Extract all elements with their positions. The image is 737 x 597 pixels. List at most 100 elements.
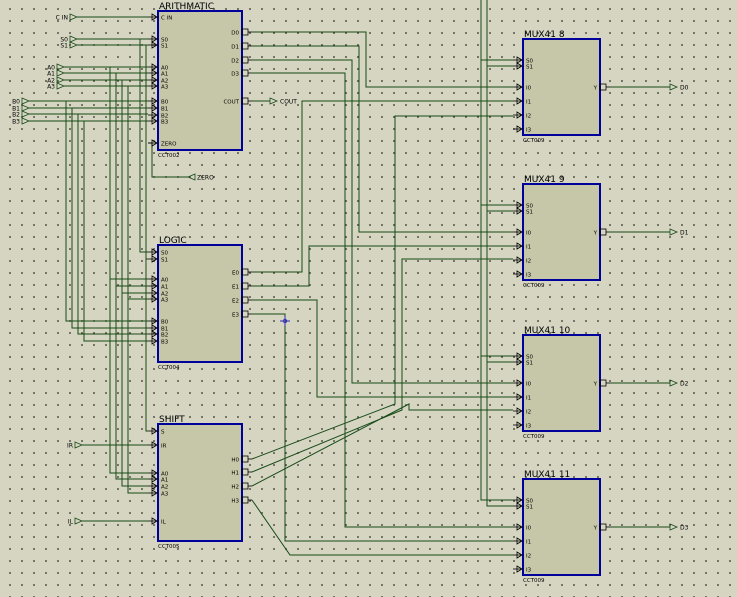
- pin-label-in: S0: [161, 38, 168, 44]
- port-arrow: [56, 69, 66, 77]
- block-title: LOGIC: [159, 236, 187, 246]
- pin-label-in: I2: [526, 259, 531, 265]
- input-port-a0[interactable]: A0: [47, 63, 66, 72]
- wire: [71, 108, 148, 329]
- pin-label-out: H0: [231, 458, 239, 464]
- wire-e1: [252, 245, 513, 287]
- port-arrow: [56, 76, 66, 84]
- output-port-d3[interactable]: D3: [669, 523, 689, 532]
- pin-label-out: E0: [232, 271, 239, 277]
- pin-label-in: B2: [161, 114, 168, 120]
- port-label: A2: [47, 78, 55, 85]
- block-body[interactable]: [522, 38, 601, 136]
- pin-label-in: S1: [526, 210, 533, 216]
- pin-label-in: I2: [526, 554, 531, 560]
- input-port-b0[interactable]: B0: [12, 97, 31, 106]
- pin-label-in: A2: [161, 485, 168, 491]
- block-title: MUX41 11: [524, 470, 570, 480]
- port-label: ZERO: [197, 175, 214, 182]
- block-body[interactable]: [522, 478, 601, 576]
- pin-label-in: I3: [526, 273, 532, 279]
- input-port-s1[interactable]: S1: [60, 41, 79, 50]
- pin-label-in: A3: [161, 85, 169, 91]
- wire: [109, 279, 148, 474]
- block-body[interactable]: [522, 334, 601, 432]
- pin-label-in: S: [161, 430, 165, 436]
- input-port-a2[interactable]: A2: [47, 76, 66, 85]
- port-label: A1: [47, 71, 55, 78]
- output-port-d1[interactable]: D1: [669, 228, 689, 237]
- block-ref: CCT004: [158, 365, 180, 371]
- output-port-d0[interactable]: D0: [669, 83, 689, 92]
- pin-label-in: I3: [526, 128, 532, 134]
- pin-label-in: I3: [526, 424, 532, 430]
- pin-label-in: B1: [161, 107, 168, 113]
- pin-label-in: S0: [526, 59, 533, 65]
- block-body[interactable]: [157, 423, 243, 542]
- pin-label-out: COUT: [223, 100, 239, 106]
- wire: [145, 259, 148, 432]
- input-port-b2[interactable]: B2: [12, 110, 31, 119]
- pin-label-in: B3: [161, 120, 169, 126]
- pin-label-out: D2: [231, 59, 239, 65]
- wire: [83, 121, 148, 342]
- pin-label-in: I1: [526, 245, 531, 251]
- pin-label-in: B0: [161, 320, 169, 326]
- wire: [145, 45, 148, 260]
- pin-label-out: Y: [593, 86, 598, 92]
- pin-label-in: S1: [161, 258, 168, 264]
- block-title: MUX41 8: [524, 30, 565, 40]
- block-ref: CCT009: [523, 283, 545, 289]
- pin-label-in: S1: [526, 65, 533, 71]
- wire: [480, 0, 513, 501]
- input-port-b1[interactable]: B1: [12, 104, 31, 113]
- port-label: S1: [60, 43, 68, 50]
- pin-label-in: C IN: [161, 16, 172, 22]
- pin-label-in: B1: [161, 327, 168, 333]
- port-arrow: [74, 441, 84, 449]
- probe-marker[interactable]: [280, 316, 290, 326]
- output-port-cout[interactable]: COUT: [269, 97, 297, 106]
- input-port-b3[interactable]: B3: [12, 117, 31, 126]
- input-port-ir[interactable]: IR: [67, 441, 84, 450]
- output-port-zero[interactable]: ZERO: [186, 173, 214, 182]
- wire: [486, 0, 513, 507]
- pin-label-in: IL: [161, 520, 167, 526]
- block-body[interactable]: [157, 10, 243, 151]
- input-port-s0[interactable]: S0: [60, 35, 79, 44]
- block-body[interactable]: [157, 244, 243, 363]
- block-ref: CCT009: [523, 434, 545, 440]
- pin-label-out: Y: [593, 382, 598, 388]
- pin-label-out: E2: [232, 299, 239, 305]
- pin-label-in: S1: [526, 361, 533, 367]
- port-arrow: [186, 173, 196, 181]
- port-arrow: [56, 82, 66, 90]
- output-port-d2[interactable]: D2: [669, 379, 689, 388]
- pin-label-out: D1: [231, 45, 239, 51]
- block-ref: CCT005: [158, 544, 180, 550]
- port-label: D3: [680, 525, 689, 532]
- port-label: IL: [68, 519, 74, 526]
- block-body[interactable]: [522, 183, 601, 281]
- pin-label-in: A2: [161, 292, 168, 298]
- input-port-cin[interactable]: C IN: [56, 13, 79, 22]
- pin-label-in: I0: [526, 526, 532, 532]
- pin-label-in: I1: [526, 396, 531, 402]
- pin-label-in: IR: [161, 444, 167, 450]
- input-port-il[interactable]: IL: [68, 517, 84, 526]
- input-port-a1[interactable]: A1: [47, 69, 66, 78]
- block-title: ARITHMATIC: [159, 2, 214, 12]
- wire-h0: [251, 115, 513, 460]
- wire-e2: [252, 299, 513, 398]
- pin-label-in: I0: [526, 86, 532, 92]
- input-port-a3[interactable]: A3: [47, 82, 66, 91]
